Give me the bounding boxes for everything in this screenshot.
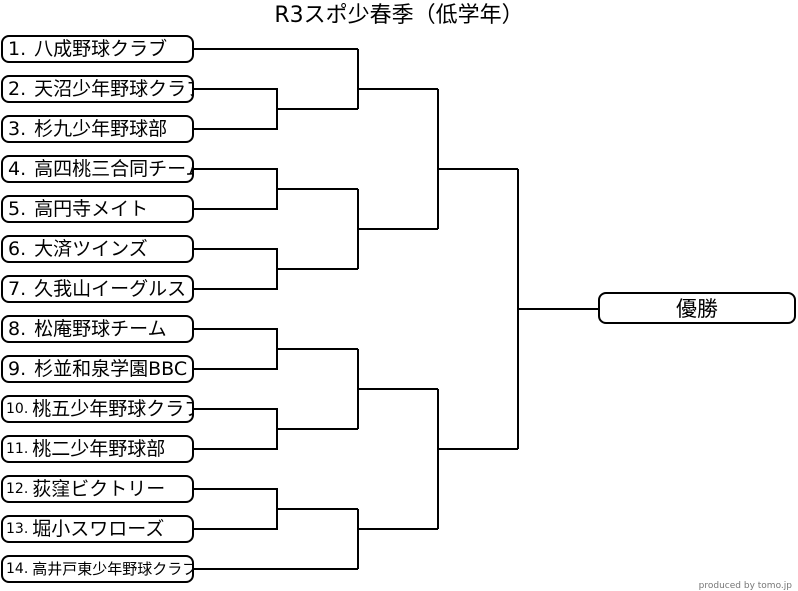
team-slot-9: 9. 杉並和泉学園BBC <box>1 355 194 383</box>
team-name: 松庵野球チーム <box>34 318 167 340</box>
team-slot-2: 2. 天沼少年野球クラブ <box>1 75 194 103</box>
credit-text: produced by tomo.jp <box>698 581 792 591</box>
champion-box: 優勝 <box>598 292 796 324</box>
team-number: 14. <box>6 561 29 577</box>
team-name: 桃五少年野球クラブ <box>32 398 194 420</box>
team-slot-5: 5. 高円寺メイト <box>1 195 194 223</box>
bracket-title: R3スポ少春季（低学年） <box>274 3 524 28</box>
team-name: 八成野球クラブ <box>34 38 168 60</box>
team-number: 2. <box>8 78 27 100</box>
team-number: 8. <box>8 318 27 340</box>
team-slot-11: 11.桃二少年野球部 <box>1 435 194 463</box>
team-number: 10. <box>6 401 29 417</box>
team-slot-4: 4. 高四桃三合同チーム <box>1 155 194 183</box>
bracket-line-r1-2-3 <box>194 88 278 130</box>
team-number: 4. <box>8 158 27 180</box>
team-name: 久我山イーグルス <box>34 278 187 300</box>
team-number: 12. <box>6 481 29 497</box>
team-slot-12: 12.荻窪ビクトリー <box>1 475 194 503</box>
team-number: 11. <box>6 441 29 457</box>
team-name: 荻窪ビクトリー <box>32 478 166 500</box>
champion-label: 優勝 <box>676 297 718 321</box>
team-name: 桃二少年野球部 <box>32 438 166 460</box>
bracket-line-r1-12-13 <box>194 488 278 530</box>
team-name: 高円寺メイト <box>34 198 149 220</box>
team-name: 高井戸東少年野球クラブ <box>32 560 194 578</box>
team-number: 9. <box>8 358 27 380</box>
team-name: 杉九少年野球部 <box>34 118 168 140</box>
team-slot-1: 1. 八成野球クラブ <box>1 35 194 63</box>
team-slot-8: 8. 松庵野球チーム <box>1 315 194 343</box>
team-number: 3. <box>8 118 27 140</box>
team-number: 1. <box>8 38 27 60</box>
team-number: 7. <box>8 278 27 300</box>
team-slot-13: 13.堀小スワローズ <box>1 515 194 543</box>
team-slot-6: 6. 大済ツインズ <box>1 235 194 263</box>
team-name: 杉並和泉学園BBC <box>34 358 188 380</box>
team-name: 天沼少年野球クラブ <box>34 78 194 100</box>
bracket-line-r1-8-9 <box>194 328 278 370</box>
team-slot-10: 10.桃五少年野球クラブ <box>1 395 194 423</box>
team-name: 大済ツインズ <box>34 238 148 260</box>
team-number: 6. <box>8 238 27 260</box>
team-number: 5. <box>8 198 27 220</box>
bracket-line-r1-6-7 <box>194 248 278 290</box>
team-name: 高四桃三合同チーム <box>34 158 194 180</box>
team-slot-7: 7. 久我山イーグルス <box>1 275 194 303</box>
bracket-line-r1-4-5 <box>194 168 278 210</box>
team-slot-3: 3. 杉九少年野球部 <box>1 115 194 143</box>
team-slot-14: 14.高井戸東少年野球クラブ <box>1 555 194 583</box>
team-number: 13. <box>6 521 29 537</box>
team-name: 堀小スワローズ <box>32 518 165 540</box>
bracket-line-r1-10-11 <box>194 408 278 450</box>
